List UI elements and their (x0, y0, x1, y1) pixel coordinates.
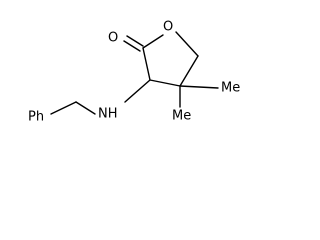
atom-label-amine: NH (98, 107, 118, 122)
bond-ch2-quaternary (179, 55, 199, 87)
bond-amine-benzyl-ch2 (75, 101, 96, 115)
bond-alpha-amine (124, 79, 151, 103)
bond-benzyl-ch2-phenyl (50, 101, 77, 115)
bond-quaternary-methyl-1 (179, 85, 219, 89)
bond-ring-oxygen-ch2 (175, 31, 199, 57)
bonds (50, 31, 219, 115)
bond-quaternary-alpha (149, 79, 181, 87)
molecule-diagram: O O NH Ph Me Me (0, 0, 265, 143)
atom-labels: O O NH Ph Me Me (28, 20, 240, 125)
bond-carbonyl-double-1 (126, 35, 144, 47)
atom-label-carbonyl-oxygen: O (108, 31, 118, 46)
atom-label-methyl-2: Me (172, 109, 191, 124)
atom-label-ring-oxygen: O (163, 20, 173, 35)
bond-carbonyl-ring-oxygen (142, 34, 164, 49)
atom-label-phenyl: Ph (28, 110, 44, 125)
atom-label-methyl-1: Me (221, 81, 240, 96)
bond-carbonyl-double-2 (123, 40, 141, 52)
bond-alpha-carbonyl (142, 47, 151, 81)
molecule-structure: O O NH Ph Me Me (28, 20, 240, 125)
